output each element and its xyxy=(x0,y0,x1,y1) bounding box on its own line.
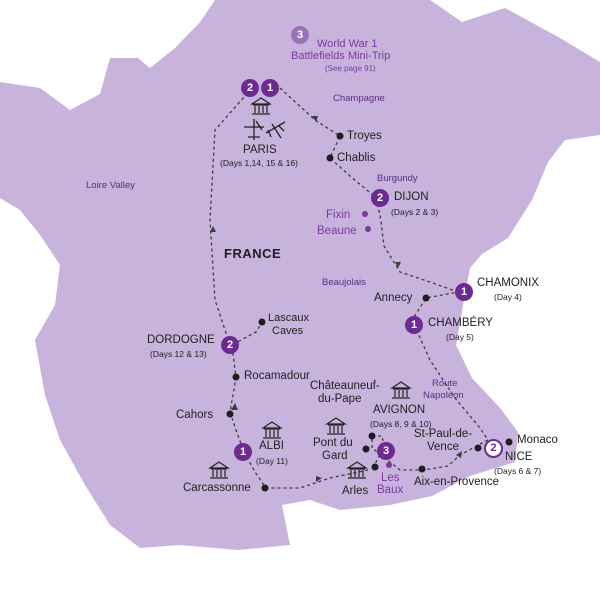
route-napoleon-line1: Route xyxy=(432,378,458,389)
dot-annecy xyxy=(422,294,430,302)
arrow-dijon-chamonix xyxy=(395,262,401,268)
arrow-paris-troyes xyxy=(312,116,318,122)
dot-arles xyxy=(371,463,379,471)
annecy-label: Annecy xyxy=(374,292,413,304)
nice-badge: 2 xyxy=(484,439,503,458)
dijon-label: DIJON xyxy=(394,191,429,203)
dijon-days: (Days 2 & 3) xyxy=(391,207,439,217)
arrow-dordogne-paris xyxy=(210,226,216,232)
les-baux-line2: Baux xyxy=(377,484,404,496)
fixin-label: Fixin xyxy=(326,209,351,221)
arrow-nice-aix xyxy=(456,451,462,458)
tour-route xyxy=(209,87,489,489)
stop-dots xyxy=(226,132,513,492)
chambery-days: (Day 5) xyxy=(446,332,474,342)
avignon-label: AVIGNON xyxy=(373,404,426,416)
dot-aix xyxy=(418,465,426,473)
les-baux-line1: Les xyxy=(381,472,400,484)
chambery-badge: 1 xyxy=(405,316,423,334)
route-arrows xyxy=(210,116,462,482)
region-label-loire-valley: Loire Valley xyxy=(86,180,135,191)
mini-trip-badge: 3 xyxy=(291,26,309,44)
albi-days: (Day 11) xyxy=(256,456,288,466)
chamonix-badge: 1 xyxy=(455,283,473,301)
monument-icon xyxy=(390,381,412,399)
arrow-arles-carcassonne xyxy=(316,476,322,482)
beaune-label: Beaune xyxy=(317,225,357,237)
paris-days: (Days 1,14, 15 & 16) xyxy=(220,158,298,168)
chambery-label: CHAMBÉRY xyxy=(428,317,493,329)
dot-cahors xyxy=(226,410,234,418)
monument-icons xyxy=(208,97,412,479)
paris-badge-2: 2 xyxy=(241,79,259,97)
monument-icon xyxy=(208,461,230,479)
chateauneuf-label-line1: Châteauneuf- xyxy=(310,380,380,392)
chamonix-label: CHAMONIX xyxy=(477,277,539,289)
monument-icon xyxy=(325,417,347,435)
dot-monaco xyxy=(505,438,513,446)
monaco-label: Monaco xyxy=(517,434,558,446)
dot-les-baux xyxy=(386,462,392,468)
region-label-champagne: Champagne xyxy=(333,93,385,104)
region-label-burgundy: Burgundy xyxy=(377,173,418,184)
aix-label: Aix-en-Provence xyxy=(414,476,500,488)
country-label: FRANCE xyxy=(224,246,282,261)
monument-icon xyxy=(250,97,272,115)
avignon-badge: 3 xyxy=(377,442,395,460)
route-napoleon-line2: Napoléon xyxy=(423,390,464,401)
mini-trip-line2: Battlefields Mini-Trip xyxy=(291,50,391,62)
dot-troyes xyxy=(336,132,344,140)
dordogne-badge: 2 xyxy=(221,336,239,354)
pont-du-gard-line2: Gard xyxy=(322,450,348,462)
pont-du-gard-line1: Pont du xyxy=(313,437,353,449)
troyes-label: Troyes xyxy=(347,130,382,142)
st-paul-line1: St-Paul-de- xyxy=(414,428,473,440)
dot-lascaux xyxy=(258,318,266,326)
monument-icon xyxy=(261,421,283,439)
airplane-icons xyxy=(244,119,286,140)
france-landmass xyxy=(0,0,600,550)
chamonix-days: (Day 4) xyxy=(494,292,522,302)
st-paul-line2: Vence xyxy=(427,441,459,453)
airplane-icon xyxy=(244,119,264,140)
cahors-label: Cahors xyxy=(176,409,214,421)
rocamadour-label: Rocamadour xyxy=(244,370,310,382)
arrow-albi-cahors xyxy=(231,403,238,410)
arles-label: Arles xyxy=(342,485,369,497)
paris-badge-1: 1 xyxy=(261,79,279,97)
dot-fixin xyxy=(362,211,368,217)
dot-chateauneuf xyxy=(368,432,376,440)
dot-pont-du-gard xyxy=(362,445,370,453)
dot-rocamadour xyxy=(232,373,240,381)
mini-trip-line3: (See page 91) xyxy=(325,64,376,73)
albi-label: ALBI xyxy=(259,440,284,452)
airplane-icon xyxy=(265,121,286,139)
region-label-beaujolais: Beaujolais xyxy=(322,277,366,288)
monument-icon xyxy=(346,461,368,479)
dot-st-paul xyxy=(474,444,482,452)
paris-label: PARIS xyxy=(243,144,277,156)
chateauneuf-label-line2: du-Pape xyxy=(318,393,362,405)
nice-days: (Days 6 & 7) xyxy=(494,466,542,476)
dordogne-days: (Days 12 & 13) xyxy=(150,349,207,359)
avignon-days: (Days 8, 9 & 10) xyxy=(370,419,432,429)
chablis-label: Chablis xyxy=(337,152,376,164)
mini-trip-line1: World War 1 xyxy=(317,38,378,50)
lascaux-label-line1: Lascaux xyxy=(268,312,309,324)
albi-badge: 1 xyxy=(234,443,252,461)
carcassonne-label: Carcassonne xyxy=(183,482,251,494)
dordogne-label: DORDOGNE xyxy=(147,334,215,346)
dot-beaune xyxy=(365,226,371,232)
dot-chablis xyxy=(326,154,334,162)
dijon-badge: 2 xyxy=(371,189,389,207)
lascaux-label-line2: Caves xyxy=(272,325,304,337)
nice-label: NICE xyxy=(505,451,533,463)
dot-carcassonne xyxy=(261,484,269,492)
